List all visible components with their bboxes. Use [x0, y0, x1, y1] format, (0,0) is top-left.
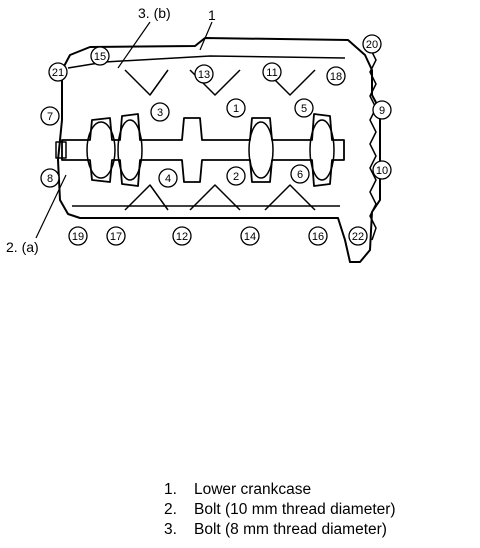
- bolt-marker-circle: [326, 66, 346, 86]
- bolt-marker-circle: [372, 160, 392, 180]
- bolt-sequence-number: 7: [47, 111, 53, 123]
- bolt-sequence-marker: 4: [158, 168, 178, 188]
- bolt-marker-circle: [48, 62, 68, 82]
- bolt-sequence-marker: 10: [372, 160, 392, 180]
- bolt-sequence-number: 9: [379, 105, 385, 117]
- bolt-sequence-number: 20: [366, 39, 378, 51]
- bolt-sequence-marker: 16: [308, 226, 328, 246]
- bolt-sequence-number: 8: [47, 173, 53, 185]
- bolt-sequence-number: 4: [165, 173, 171, 185]
- bolt-sequence-number: 17: [110, 231, 122, 243]
- bolt-sequence-number: 6: [297, 169, 303, 181]
- bolt-marker-circle: [290, 164, 310, 184]
- bolt-sequence-marker: 20: [362, 34, 382, 54]
- bolt-marker-circle: [294, 98, 314, 118]
- callout-1: 1: [208, 7, 216, 23]
- bolt-sequence-marker: 13: [194, 64, 214, 84]
- bolt-sequence-number: 18: [330, 71, 342, 83]
- bolt-sequence-marker: 15: [90, 46, 110, 66]
- bolt-marker-circle: [90, 46, 110, 66]
- bolt-sequence-number: 3: [157, 107, 163, 119]
- bolt-sequence-marker: 6: [290, 164, 310, 184]
- bolt-sequence-number: 19: [72, 231, 84, 243]
- callout-line-3: [117, 21, 151, 69]
- bolt-marker-circle: [150, 102, 170, 122]
- bolt-marker-circle: [240, 226, 260, 246]
- bolt-sequence-marker: 18: [326, 66, 346, 86]
- flange-line: [67, 55, 346, 69]
- bolt-sequence-number: 12: [176, 231, 188, 243]
- bolt-sequence-marker: 22: [348, 226, 368, 246]
- counterweight-1: [86, 121, 116, 179]
- legend-text: Lower crankcase: [194, 481, 312, 498]
- bolt-marker-circle: [172, 226, 192, 246]
- legend-index: 1.: [164, 481, 177, 498]
- bolt-sequence-marker: 8: [40, 168, 60, 188]
- legend-item-2: 2. Bolt (10 mm thread diameter): [164, 500, 396, 520]
- legend-index: 2.: [164, 501, 177, 518]
- bolt-marker-circle: [262, 62, 282, 82]
- bolt-sequence-number: 1: [233, 103, 239, 115]
- bolt-sequence-number: 21: [52, 67, 64, 79]
- bolt-marker-circle: [68, 226, 88, 246]
- bolt-marker-circle: [226, 98, 246, 118]
- bolt-marker-circle: [158, 168, 178, 188]
- bolt-sequence-marker: 1: [226, 98, 246, 118]
- bolt-sequence-marker: 9: [372, 100, 392, 120]
- legend-item-1: 1. Lower crankcase: [164, 480, 396, 500]
- bolt-sequence-number: 16: [312, 231, 324, 243]
- bolt-marker-circle: [348, 226, 368, 246]
- bolt-sequence-number: 10: [376, 165, 388, 177]
- bolt-sequence-marker: 2: [226, 166, 246, 186]
- bolt-sequence-marker: 12: [172, 226, 192, 246]
- bolt-sequence-marker: 14: [240, 226, 260, 246]
- callout-line-1: [199, 21, 213, 51]
- bolt-marker-circle: [226, 166, 246, 186]
- legend: 1. Lower crankcase 2. Bolt (10 mm thread d…: [164, 480, 396, 540]
- legend-text: Bolt (8 mm thread diameter): [194, 521, 387, 538]
- bolt-sequence-number: 13: [198, 69, 210, 81]
- bolt-sequence-number: 14: [244, 231, 256, 243]
- bolt-marker-circle: [372, 100, 392, 120]
- bolt-sequence-marker: 17: [106, 226, 126, 246]
- bolt-sequence-number: 2: [233, 171, 239, 183]
- callout-3: 3. (b): [138, 5, 171, 21]
- bolt-sequence-marker: 3: [150, 102, 170, 122]
- bolt-marker-circle: [194, 64, 214, 84]
- crankshaft: [61, 113, 345, 187]
- bolt-sequence-marker: 7: [40, 106, 60, 126]
- bolt-marker-circle: [308, 226, 328, 246]
- bolt-sequence-marker: 21: [48, 62, 68, 82]
- bolt-sequence-number: 22: [352, 231, 364, 243]
- bolt-marker-circle: [106, 226, 126, 246]
- cam-chain: [369, 47, 377, 241]
- counterweight-3: [248, 121, 274, 179]
- bearing-web-left: [124, 69, 169, 211]
- legend-index: 3.: [164, 521, 177, 538]
- bolt-sequence-marker: 5: [294, 98, 314, 118]
- callout-line-2: [35, 174, 67, 239]
- legend-item-3: 3. Bolt (8 mm thread diameter): [164, 520, 396, 540]
- bolt-sequence-number: 15: [94, 51, 106, 63]
- callout-2: 2. (a): [6, 239, 39, 255]
- legend-text: Bolt (10 mm thread diameter): [194, 501, 396, 518]
- bolt-marker-circle: [40, 106, 60, 126]
- bolt-marker-circle: [362, 34, 382, 54]
- bolt-sequence-marker: 19: [68, 226, 88, 246]
- bolt-sequence-number: 11: [266, 67, 277, 79]
- bolt-marker-circle: [40, 168, 60, 188]
- bolt-sequence-marker: 11: [262, 62, 282, 82]
- counterweight-2: [117, 119, 143, 181]
- counterweight-4: [309, 119, 335, 181]
- crank-stub: [55, 141, 67, 159]
- bolt-sequence-number: 5: [301, 103, 307, 115]
